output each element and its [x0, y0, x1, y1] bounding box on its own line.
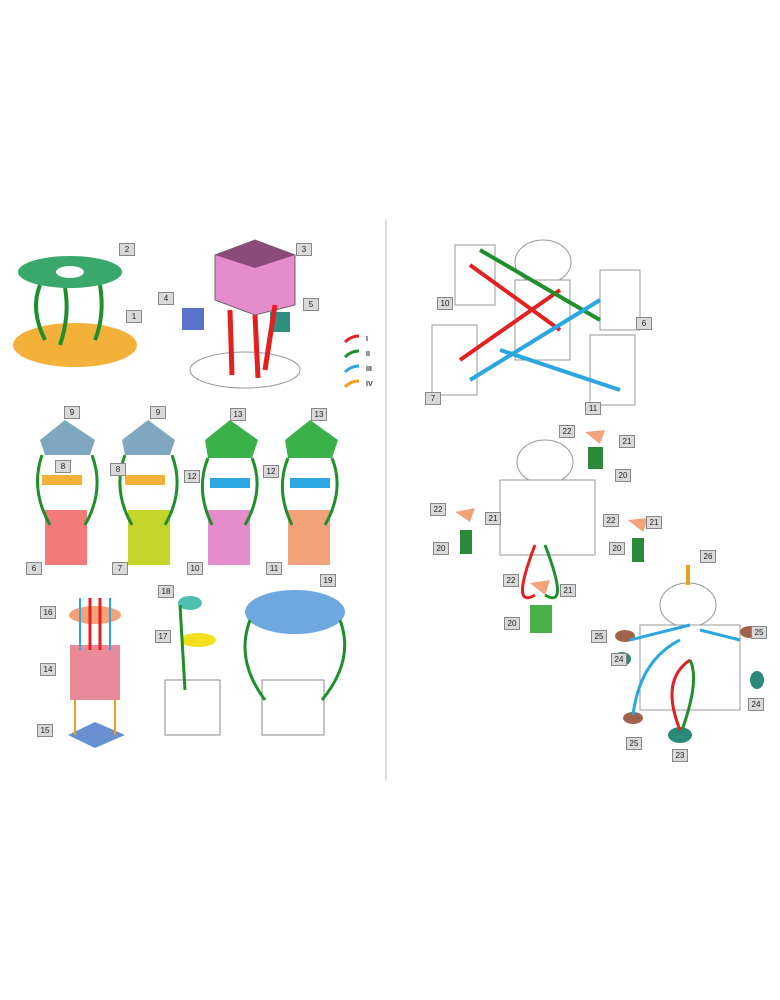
part-number-label: 24: [611, 653, 627, 666]
part-number-label: 15: [37, 724, 53, 737]
part-number-label: 25: [591, 630, 607, 643]
part-number-label: 22: [503, 574, 519, 587]
part-number-label: 22: [603, 514, 619, 527]
part-number-label: 12: [184, 470, 200, 483]
legend-label-iv: IV: [366, 381, 373, 388]
part-number-label: 20: [615, 469, 631, 482]
tower-steps: [40, 420, 338, 565]
part-number-label: 12: [263, 465, 279, 478]
part-number-label: 16: [40, 606, 56, 619]
part-number-label: 10: [187, 562, 203, 575]
part-number-label: 6: [26, 562, 42, 575]
part-number-label: 21: [560, 584, 576, 597]
part-number-label: 2: [119, 243, 135, 256]
legend-label-iii: III: [366, 366, 372, 373]
part-number-label: 20: [609, 542, 625, 555]
part-number-label: 7: [112, 562, 128, 575]
part-number-label: 19: [320, 574, 336, 587]
part-number-label: 20: [504, 617, 520, 630]
part-1-base: [13, 323, 137, 367]
part-4: [182, 308, 204, 330]
legend-arrows: [343, 334, 360, 389]
part-number-label: 18: [158, 585, 174, 598]
part-number-label: 14: [40, 663, 56, 676]
part-number-label: 21: [646, 516, 662, 529]
part-number-label: 8: [110, 463, 126, 476]
part-number-label: 13: [230, 408, 246, 421]
legend-label-ii: II: [366, 351, 370, 358]
part-number-label: 22: [430, 503, 446, 516]
part-number-label: 11: [266, 562, 282, 575]
part-number-label: 23: [672, 749, 688, 762]
part-15: [68, 722, 125, 748]
part-number-label: 4: [158, 292, 174, 305]
part-number-label: 20: [433, 542, 449, 555]
part-number-label: 6: [636, 317, 652, 330]
part-number-label: 9: [64, 406, 80, 419]
part-number-label: 11: [585, 402, 601, 415]
part-number-label: 26: [700, 550, 716, 563]
base-outline: [189, 351, 301, 389]
part-number-label: 25: [751, 626, 767, 639]
part-number-label: 22: [559, 425, 575, 438]
legend-label-i: I: [366, 336, 368, 343]
part-number-label: 10: [437, 297, 453, 310]
part-number-label: 21: [619, 435, 635, 448]
cathedral-top: [431, 239, 641, 406]
part-19: [245, 590, 345, 634]
part-number-label: 1: [126, 310, 142, 323]
part-number-label: 9: [150, 406, 166, 419]
part-number-label: 24: [748, 698, 764, 711]
part-number-label: 7: [425, 392, 441, 405]
part-number-label: 21: [485, 512, 501, 525]
part-number-label: 17: [155, 630, 171, 643]
part-number-label: 13: [311, 408, 327, 421]
part-number-label: 3: [296, 243, 312, 256]
part-number-label: 25: [626, 737, 642, 750]
part-number-label: 8: [55, 460, 71, 473]
part-number-label: 5: [303, 298, 319, 311]
